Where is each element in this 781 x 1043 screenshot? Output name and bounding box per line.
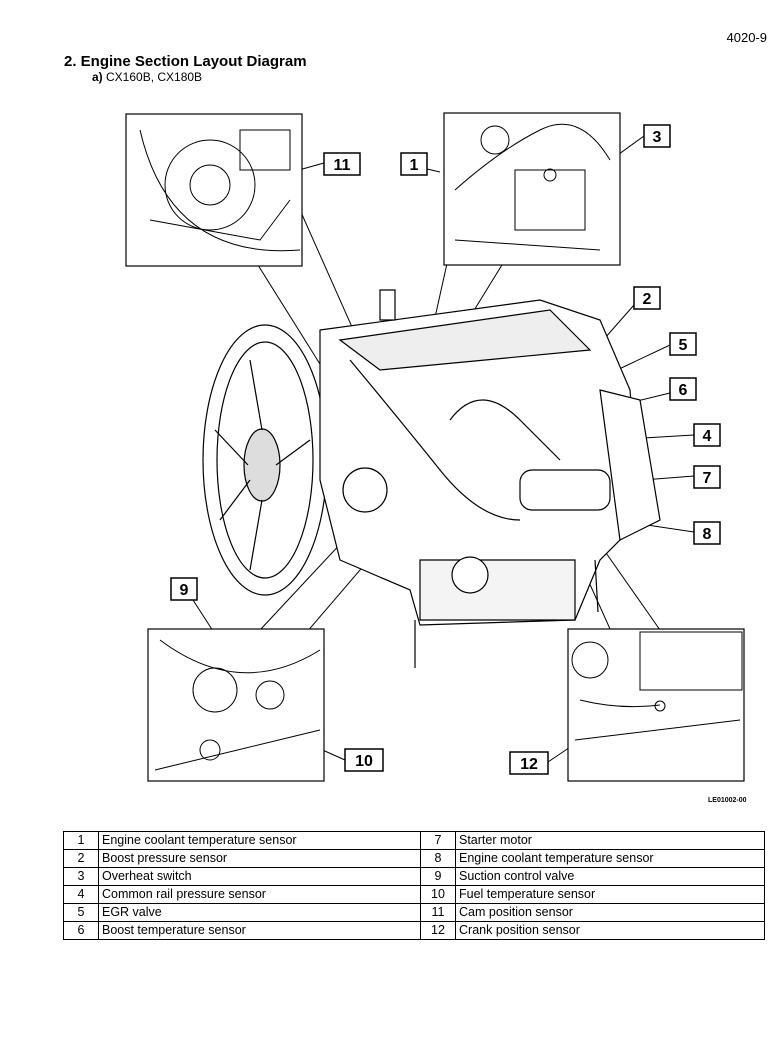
svg-text:6: 6	[679, 382, 688, 399]
subtitle-prefix: a)	[92, 70, 103, 84]
legend-number: 4	[63, 885, 99, 904]
inset-crank-position	[567, 628, 745, 782]
inset-coolant-overheat	[443, 112, 621, 266]
callout-12: 12	[509, 751, 549, 775]
engine-block	[319, 299, 641, 626]
legend-label: Boost temperature sensor	[98, 921, 421, 940]
legend-label: Cam position sensor	[455, 903, 765, 922]
legend-number: 6	[63, 921, 99, 940]
oil-fill	[451, 556, 489, 594]
legend-number: 3	[63, 867, 99, 886]
page-number: 4020-9	[726, 30, 767, 45]
svg-text:5: 5	[679, 337, 688, 354]
callout-4: 4	[693, 423, 721, 447]
svg-text:9: 9	[180, 582, 189, 599]
legend-label: Fuel temperature sensor	[455, 885, 765, 904]
engine-layout-diagram: 11 1 3 2 5 6 4 7 8 9 10 12	[125, 112, 745, 782]
legend-number: 9	[420, 867, 456, 886]
callouts: 11 1 3 2 5 6 4 7 8 9 10 12	[170, 124, 721, 775]
callout-10: 10	[344, 748, 384, 772]
svg-text:7: 7	[703, 470, 712, 487]
callout-2: 2	[633, 286, 661, 310]
legend-number: 5	[63, 903, 99, 922]
legend-number: 2	[63, 849, 99, 868]
subtitle-text: CX160B, CX180B	[102, 70, 203, 84]
svg-text:10: 10	[355, 753, 373, 770]
callout-5: 5	[669, 332, 697, 356]
legend-label: EGR valve	[98, 903, 421, 922]
legend-number: 11	[420, 903, 456, 922]
engine-illustration	[202, 289, 661, 668]
legend-number: 12	[420, 921, 456, 940]
inset-cam-position	[125, 113, 303, 267]
inset-suction-fuel	[147, 628, 325, 782]
legend-label: Crank position sensor	[455, 921, 765, 940]
callout-7: 7	[693, 465, 721, 489]
svg-text:12: 12	[520, 756, 538, 773]
callout-3: 3	[643, 124, 671, 148]
svg-text:11: 11	[334, 157, 351, 174]
callout-11: 11	[323, 152, 361, 176]
legend-number: 8	[420, 849, 456, 868]
callout-1: 1	[400, 152, 428, 176]
section-subtitle: a) CX160B, CX180B	[92, 70, 202, 84]
svg-text:4: 4	[703, 428, 712, 445]
legend-number: 10	[420, 885, 456, 904]
svg-text:8: 8	[703, 526, 712, 543]
svg-text:3: 3	[653, 129, 662, 146]
callout-8: 8	[693, 521, 721, 545]
callout-6: 6	[669, 377, 697, 401]
legend-label: Common rail pressure sensor	[98, 885, 421, 904]
section-title: 2. Engine Section Layout Diagram	[64, 53, 307, 70]
legend-number: 1	[63, 831, 99, 850]
svg-text:1: 1	[410, 157, 419, 174]
legend-label: Engine coolant temperature sensor	[98, 831, 421, 850]
legend-label: Boost pressure sensor	[98, 849, 421, 868]
legend-number: 7	[420, 831, 456, 850]
figure-code: LE01002-00	[708, 797, 747, 804]
legend-label: Engine coolant temperature sensor	[455, 849, 765, 868]
legend-label: Suction control valve	[455, 867, 765, 886]
legend-label: Starter motor	[455, 831, 765, 850]
fan-hub	[243, 428, 281, 502]
svg-text:2: 2	[643, 291, 652, 308]
legend-label: Overheat switch	[98, 867, 421, 886]
callout-9: 9	[170, 577, 198, 601]
starter-motor	[519, 469, 611, 511]
